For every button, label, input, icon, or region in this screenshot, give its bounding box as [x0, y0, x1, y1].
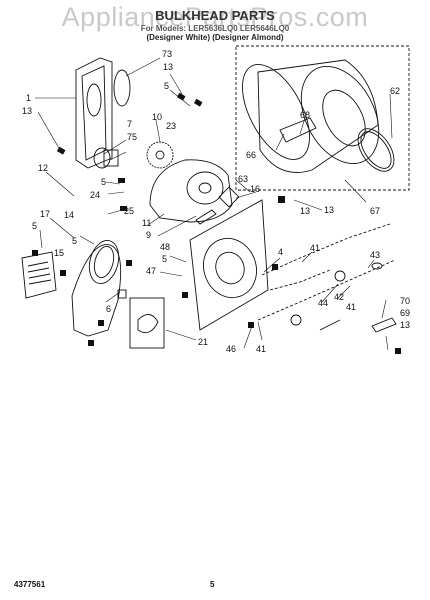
callout-label: 17 [40, 209, 50, 219]
screw-icon [278, 196, 285, 203]
callout-label: 5 [164, 81, 169, 91]
callout-label: 24 [90, 190, 100, 200]
callout-label: 10 [152, 112, 162, 122]
callout-label: 11 [142, 218, 151, 228]
callout-label: 6 [106, 304, 111, 314]
callout-label: 5 [162, 254, 167, 264]
callout-label: 62 [390, 86, 400, 96]
callout-label: 5 [32, 221, 37, 231]
screw-icon [60, 270, 66, 276]
screw-icon [118, 178, 125, 183]
callout-label: 14 [64, 210, 74, 220]
callout-label: 12 [38, 163, 48, 173]
drum-roller-part [334, 270, 346, 282]
callout-label: 15 [54, 248, 64, 258]
callout-label: 25 [124, 206, 134, 216]
screw-icon [88, 340, 94, 346]
model-numbers: For Models: LER5636LQ0 LER5646LQ0 [140, 24, 290, 33]
callout-label: 42 [334, 292, 344, 302]
callout-label: 7 [127, 119, 132, 129]
harness-clip-part [117, 289, 127, 299]
callout-label: 41 [346, 302, 356, 312]
callout-label: 23 [166, 121, 176, 131]
lint-housing-part [71, 239, 122, 337]
motor-pulley-part [93, 147, 111, 169]
callout-label: 4 [278, 247, 283, 257]
callout-label: 75 [127, 132, 137, 142]
callout-label: 9 [146, 230, 151, 240]
callout-label: 13 [400, 320, 410, 330]
page-number: 5 [210, 580, 215, 589]
callout-label: 66 [246, 150, 256, 160]
screw-icon [120, 206, 127, 211]
model-variants: (Designer White) (Designer Almond) [146, 33, 284, 42]
watermark: AppliancePartsPros.com [61, 2, 369, 32]
blower-housing-part [149, 159, 233, 223]
screw-icon [32, 250, 38, 256]
callout-label: 48 [160, 242, 170, 252]
callout-label: 69 [400, 308, 410, 318]
callout-label: 44 [318, 298, 328, 308]
grille-part [21, 251, 57, 299]
callout-label: 67 [370, 206, 380, 216]
callout-label: 43 [370, 250, 380, 260]
drum-seal-ring [357, 128, 395, 172]
screw-icon [395, 348, 401, 354]
rear-bulkhead-part [189, 199, 269, 331]
callout-label: 21 [198, 337, 208, 347]
idler-arm-part [371, 317, 397, 333]
callout-label: 63 [238, 174, 248, 184]
callout-label: 5 [72, 236, 77, 246]
duct-clip-part [195, 209, 217, 225]
callout-label: 13 [300, 206, 310, 216]
callout-label: 41 [256, 344, 266, 354]
drum-roller-axle [371, 262, 383, 270]
bulkhead-panel-part [75, 57, 113, 169]
callout-label: 68 [300, 110, 310, 120]
callout-label: 47 [146, 266, 156, 276]
callout-label: 1 [26, 93, 31, 103]
drum-assembly-boundary [235, 45, 410, 191]
screw-icon [98, 320, 104, 326]
callout-label: 13 [22, 106, 32, 116]
callout-label: 13 [163, 62, 173, 72]
drum-support-wire [261, 223, 391, 276]
callout-label: 16 [250, 184, 260, 194]
thermal-fuse-part [218, 186, 240, 208]
blower-wheel-part [146, 141, 174, 169]
document-number: 4377561 [14, 580, 46, 589]
screw-icon [126, 260, 132, 266]
screw-icon [182, 292, 188, 298]
screw-icon [272, 264, 278, 270]
callout-label: 70 [400, 296, 410, 306]
callout-label: 13 [324, 205, 334, 215]
diagram-title: BULKHEAD PARTS [155, 8, 275, 23]
callout-label: 73 [162, 49, 172, 59]
screw-icon [193, 98, 203, 107]
screw-icon [56, 146, 66, 155]
screw-icon [176, 92, 186, 101]
callout-label: 46 [226, 344, 236, 354]
callout-label: 41 [310, 243, 320, 253]
screw-icon [248, 322, 254, 328]
felt-seal-ring [113, 69, 131, 107]
callout-label: 5 [101, 177, 106, 187]
wire-harness-box [129, 297, 165, 349]
